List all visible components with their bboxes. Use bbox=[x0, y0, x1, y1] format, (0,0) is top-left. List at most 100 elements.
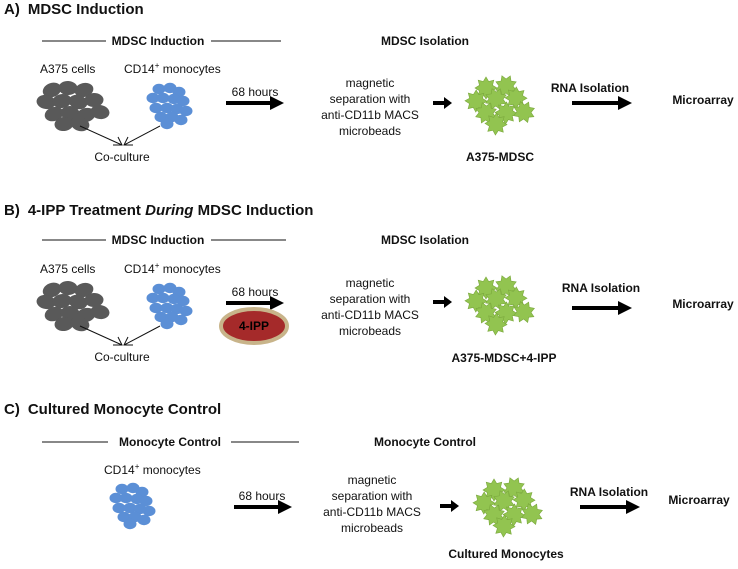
panel-a-a375-cell-cluster bbox=[36, 80, 110, 132]
panel-c-separation-2: separation with bbox=[332, 489, 413, 503]
monocyte-cell bbox=[156, 292, 170, 304]
panel-a-arrow-2 bbox=[433, 97, 452, 109]
panel-b-separation-4: microbeads bbox=[339, 324, 401, 338]
mdsc-cell bbox=[513, 101, 535, 123]
panel-b-separation-3: anti-CD11b MACS bbox=[321, 308, 419, 322]
monocyte-cell bbox=[160, 118, 174, 130]
panel-a-separation-2: separation with bbox=[330, 92, 411, 106]
panel-b-separation-1: magnetic bbox=[346, 276, 395, 290]
monocyte-cell bbox=[152, 283, 166, 295]
panel-b-right-header: MDSC Isolation bbox=[381, 233, 469, 247]
panel-c-arrow-3 bbox=[580, 500, 640, 514]
panel-b-microarray: Microarray bbox=[672, 297, 734, 311]
panel-b-inhibitor-label: 4-IPP bbox=[239, 319, 269, 333]
a375-cell bbox=[52, 93, 72, 109]
a375-cell bbox=[36, 94, 56, 110]
monocyte-cell bbox=[139, 495, 153, 507]
panel-a-cd14-label: CD14+ monocytes bbox=[124, 61, 221, 76]
panel-c-title: C)Cultured Monocyte Control bbox=[4, 401, 221, 418]
mdsc-cell bbox=[503, 477, 525, 499]
mdsc-cell bbox=[495, 75, 517, 97]
panel-c-arrow-2 bbox=[440, 500, 459, 512]
panel-c-separation-3: anti-CD11b MACS bbox=[323, 505, 421, 519]
monocyte-cell bbox=[149, 302, 163, 314]
a375-cell bbox=[36, 294, 56, 310]
a375-cell bbox=[58, 280, 78, 296]
a375-cell bbox=[52, 293, 72, 309]
panel-c-product-label: Cultured Monocytes bbox=[448, 547, 564, 561]
monocyte-cell bbox=[174, 314, 188, 326]
panel-c-separation-4: microbeads bbox=[341, 521, 403, 535]
panel-a-a375-label: A375 cells bbox=[40, 62, 95, 76]
a375-cell bbox=[68, 94, 88, 110]
panel-b-arrow-1 bbox=[226, 296, 284, 310]
mdsc-cell bbox=[495, 275, 517, 297]
panel-c-left-header: Monocyte Control bbox=[119, 435, 221, 449]
panel-a-merge-arrowhead-left bbox=[113, 136, 123, 146]
panel-c-microarray: Microarray bbox=[668, 493, 730, 507]
panel-b-arrow-3 bbox=[572, 301, 632, 315]
monocyte-cell bbox=[149, 102, 163, 114]
monocyte-cell bbox=[123, 502, 137, 514]
panel-a-arrow-1 bbox=[226, 96, 284, 110]
monocyte-cell bbox=[174, 114, 188, 126]
mdsc-cell bbox=[492, 514, 516, 538]
panel-a-mdsc-cluster bbox=[464, 75, 535, 136]
mdsc-cell bbox=[521, 503, 543, 525]
a375-cell bbox=[74, 282, 94, 298]
monocyte-cell bbox=[146, 92, 160, 104]
monocyte-cell bbox=[152, 83, 166, 95]
a375-cell bbox=[90, 304, 110, 320]
monocyte-cell bbox=[109, 492, 123, 504]
panel-c-separation-1: magnetic bbox=[348, 473, 397, 487]
monocyte-cell bbox=[160, 302, 174, 314]
panel-b-mdsc-cluster bbox=[464, 275, 535, 336]
panel-c-arrow-1 bbox=[234, 500, 292, 514]
mdsc-cell bbox=[484, 112, 508, 136]
a375-cell bbox=[54, 316, 74, 332]
panel-a-separation-4: microbeads bbox=[339, 124, 401, 138]
panel-a-merge-arrow-right bbox=[123, 125, 161, 146]
monocyte-cell bbox=[137, 514, 151, 526]
a375-cell bbox=[42, 282, 62, 298]
panel-a-rna-label: RNA Isolation bbox=[551, 81, 629, 95]
monocyte-cell bbox=[146, 292, 160, 304]
panel-c-rna-label: RNA Isolation bbox=[570, 485, 648, 499]
a375-cell bbox=[44, 106, 64, 122]
panel-c-monocyte-cluster bbox=[109, 482, 156, 530]
a375-cell bbox=[68, 294, 88, 310]
monocyte-cell bbox=[179, 105, 193, 117]
monocyte-cell bbox=[160, 318, 174, 330]
panel-a-right-header: MDSC Isolation bbox=[381, 34, 469, 48]
panel-a-merge-arrow-left bbox=[79, 125, 123, 146]
panel-b-title: B)4-IPP Treatment During MDSC Induction bbox=[4, 202, 313, 219]
panel-c-time-label: 68 hours bbox=[239, 489, 286, 503]
monocyte-cell bbox=[115, 483, 129, 495]
a375-cell bbox=[74, 82, 94, 98]
panel-b-co-culture: Co-culture bbox=[94, 350, 150, 364]
monocyte-cell bbox=[176, 95, 190, 107]
mdsc-cell bbox=[484, 312, 508, 336]
panel-b-arrow-2 bbox=[433, 296, 452, 308]
monocyte-cell bbox=[176, 295, 190, 307]
panel-a-co-culture: Co-culture bbox=[94, 150, 150, 164]
mdsc-cell bbox=[513, 301, 535, 323]
panel-b-a375-cell-cluster bbox=[36, 280, 110, 332]
panel-c-cd14-label: CD14+ monocytes bbox=[104, 462, 201, 477]
panel-a-merge-arrowhead-right bbox=[123, 136, 133, 146]
monocyte-cell bbox=[119, 492, 133, 504]
a375-cell bbox=[84, 92, 104, 108]
a375-cell bbox=[84, 292, 104, 308]
panel-b-merge-arrowhead-left bbox=[113, 336, 123, 346]
panel-a-left-header: MDSC Induction bbox=[112, 34, 205, 48]
monocyte-cell bbox=[156, 92, 170, 104]
panel-b-rna-label: RNA Isolation bbox=[562, 281, 640, 295]
panel-b-monocyte-cluster bbox=[146, 282, 193, 330]
panel-c-right-header: Monocyte Control bbox=[374, 435, 476, 449]
a375-cell bbox=[60, 305, 80, 321]
monocyte-cell bbox=[142, 505, 156, 517]
panel-b-merge-arrowhead-right bbox=[123, 336, 133, 346]
panel-b-cd14-label: CD14+ monocytes bbox=[124, 261, 221, 276]
